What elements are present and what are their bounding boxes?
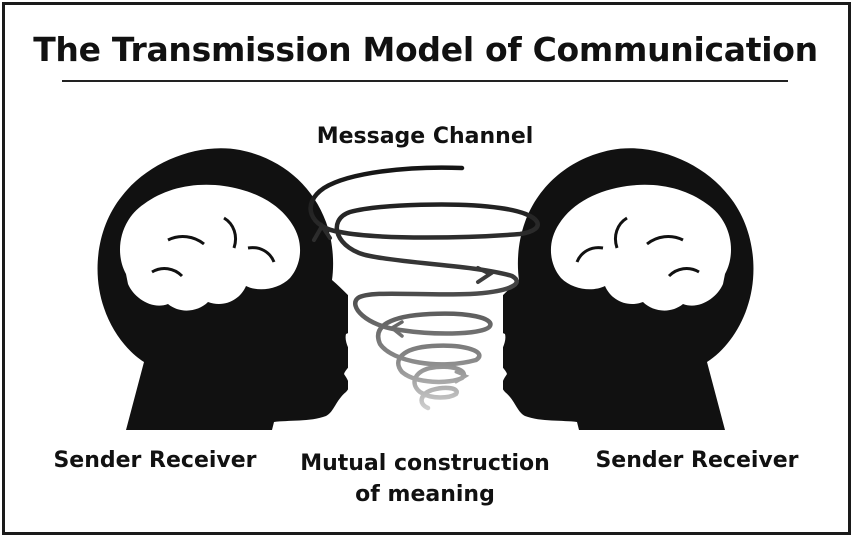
right-sender-receiver-label: Sender Receiver (595, 448, 799, 473)
title-underline (62, 80, 788, 82)
right-head-icon (503, 146, 755, 432)
left-sender-receiver-label: Sender Receiver (53, 448, 257, 473)
diagram-title: The Transmission Model of Communication (33, 30, 818, 69)
mutual-construction-label: Mutual construction of meaning (290, 448, 560, 510)
left-head-icon (96, 146, 348, 432)
message-spiral-icon (308, 165, 540, 411)
mutual-construction-line2: of meaning (355, 482, 495, 507)
mutual-construction-line1: Mutual construction (300, 451, 550, 476)
message-channel-label: Message Channel (316, 124, 534, 149)
